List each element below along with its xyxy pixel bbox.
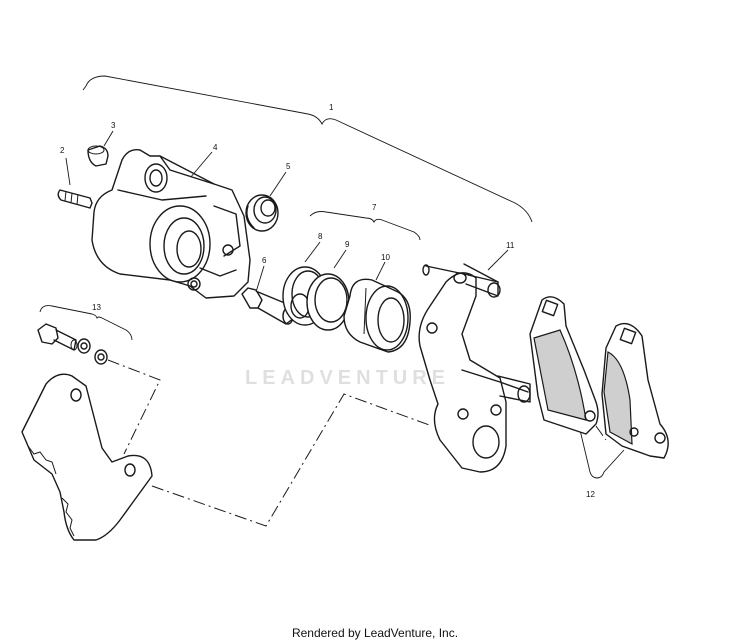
callout-8: 8 (318, 232, 323, 241)
callout-labels: 1 2 3 4 5 6 7 8 9 10 11 12 13 (60, 103, 595, 499)
group-13-brace (39, 305, 133, 341)
callout-6: 6 (262, 256, 267, 265)
callout-1: 1 (329, 103, 334, 112)
callout-10: 10 (381, 253, 390, 262)
callout-4: 4 (213, 143, 218, 152)
callout-13: 13 (92, 303, 101, 312)
callout-9: 9 (345, 240, 350, 249)
flat-washer (77, 338, 91, 354)
group-1-brace (82, 75, 533, 223)
centerlines (107, 359, 607, 527)
dust-seal (306, 273, 350, 331)
caliper-bracket (418, 263, 531, 473)
frame-mount (21, 373, 153, 541)
lock-washer (94, 349, 108, 365)
watermark: LEADVENTURE (245, 367, 451, 389)
pin-boot (245, 194, 279, 232)
callout-2: 2 (60, 146, 65, 155)
bleeder-cap (87, 145, 109, 167)
group-7-brace (309, 211, 421, 241)
brake-pad-outer (601, 322, 669, 459)
callout-leaders (65, 130, 509, 293)
callout-7: 7 (372, 203, 377, 212)
footer-credit: Rendered by LeadVenture, Inc. (291, 626, 459, 640)
callout-12: 12 (586, 490, 595, 499)
caliper-body (91, 149, 251, 299)
piston (343, 278, 411, 353)
group-12-brace (579, 429, 625, 479)
callout-5: 5 (286, 162, 291, 171)
mounting-bolt (37, 323, 78, 351)
brake-pad-inner (529, 296, 599, 435)
callout-11: 11 (506, 241, 515, 250)
callout-3: 3 (111, 121, 116, 130)
bleeder-screw (57, 189, 93, 209)
